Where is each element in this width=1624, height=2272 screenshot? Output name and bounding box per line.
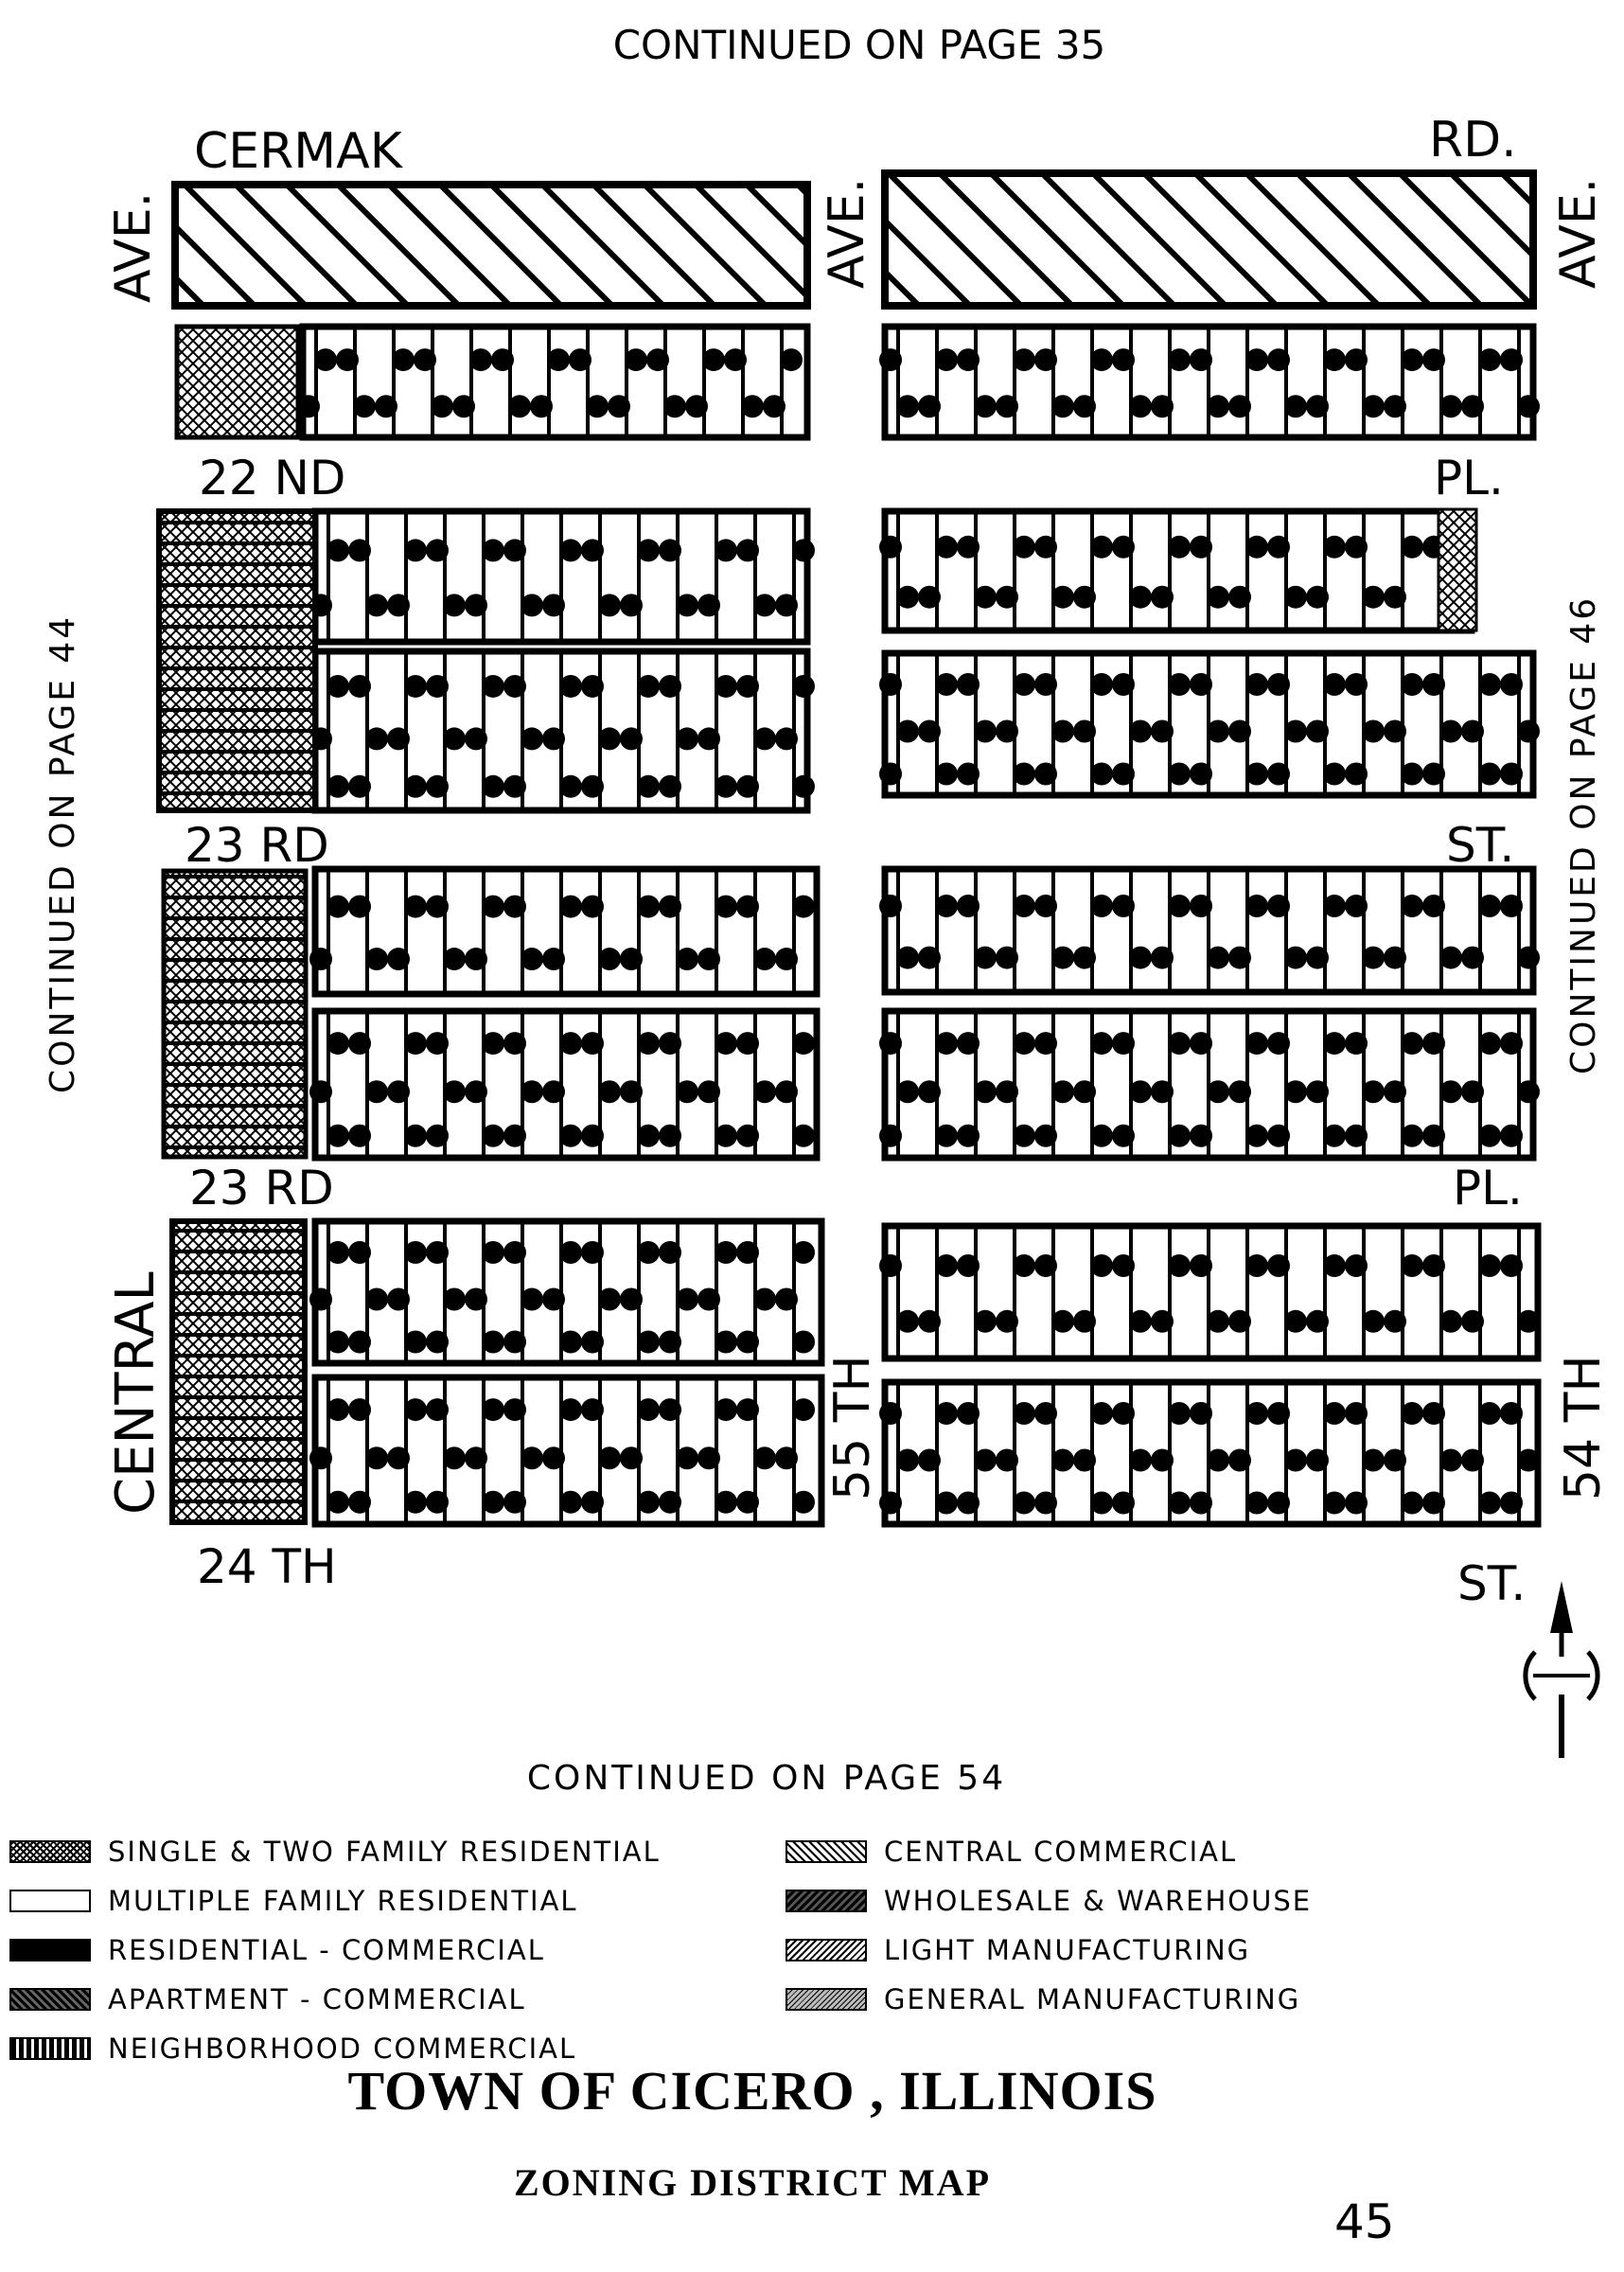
legend-item: GENERAL MANUFACTURING bbox=[786, 1982, 1300, 2016]
zoning-map: CONTINUED ON PAGE 35 CERMAK RD. AVE. AVE… bbox=[44, 22, 1612, 1798]
legend-swatch bbox=[786, 1840, 867, 1863]
label-24th: 24 TH bbox=[197, 1539, 337, 1594]
continued-top: CONTINUED ON PAGE 35 bbox=[613, 22, 1106, 68]
label-central: CENTRAL bbox=[105, 1271, 167, 1515]
legend-swatch bbox=[9, 1988, 91, 2011]
page-number: 45 bbox=[1334, 2194, 1395, 2249]
continued-bottom: CONTINUED ON PAGE 54 bbox=[527, 1759, 1006, 1798]
label-ave-right: AVE. bbox=[1550, 178, 1607, 289]
label-55th: 55 TH bbox=[824, 1355, 881, 1500]
legend-item: LIGHT MANUFACTURING bbox=[786, 1933, 1250, 1967]
continued-left: CONTINUED ON PAGE 44 bbox=[44, 614, 82, 1093]
label-ave-middle: AVE. bbox=[819, 178, 875, 289]
label-23rd-lower: 23 RD bbox=[189, 1161, 334, 1216]
legend-label: WHOLESALE & WAREHOUSE bbox=[884, 1885, 1313, 1917]
lot-block bbox=[879, 507, 1475, 634]
map-title: TOWN OF CICERO , ILLINOIS bbox=[347, 2060, 1157, 2121]
label-23rd-pl: PL. bbox=[1453, 1161, 1523, 1216]
label-22nd: 22 ND bbox=[199, 451, 345, 506]
legend-item: APARTMENT - COMMERCIAL bbox=[9, 1982, 526, 2016]
legend-swatch bbox=[9, 1939, 91, 1961]
legend-item: MULTIPLE FAMILY RESIDENTIAL bbox=[9, 1884, 578, 1918]
label-23rd-upper: 23 RD bbox=[185, 818, 329, 873]
continued-right: CONTINUED ON PAGE 46 bbox=[1564, 595, 1603, 1074]
strip-22nd-pl-east bbox=[1437, 507, 1478, 632]
legend-item: WHOLESALE & WAREHOUSE bbox=[786, 1884, 1312, 1918]
legend-swatch bbox=[786, 1890, 867, 1912]
legend-swatch bbox=[9, 2037, 91, 2060]
lot-block bbox=[297, 323, 811, 441]
legend-item: RESIDENTIAL - COMMERCIAL bbox=[9, 1933, 545, 1967]
legend-label: RESIDENTIAL - COMMERCIAL bbox=[108, 1934, 545, 1966]
lot-block bbox=[879, 1007, 1540, 1162]
label-54th: 54 TH bbox=[1555, 1355, 1612, 1500]
label-cermak: CERMAK bbox=[194, 123, 404, 180]
legend-label: MULTIPLE FAMILY RESIDENTIAL bbox=[108, 1885, 578, 1917]
legend-item: SINGLE & TWO FAMILY RESIDENTIAL bbox=[9, 1835, 661, 1869]
strip-23rd-corner bbox=[161, 868, 309, 1160]
label-24th-st: ST. bbox=[1457, 1556, 1526, 1611]
lot-block bbox=[309, 648, 815, 814]
lot-block bbox=[309, 507, 815, 646]
legend-label: APARTMENT - COMMERCIAL bbox=[108, 1983, 526, 2015]
legend-item: NEIGHBORHOOD COMMERCIAL bbox=[9, 2032, 576, 2066]
label-cermak-rd: RD. bbox=[1429, 112, 1517, 169]
legend-swatch bbox=[9, 1890, 91, 1912]
legend: SINGLE & TWO FAMILY RESIDENTIAL MULTIPLE … bbox=[0, 1835, 1624, 2071]
legend-label: NEIGHBORHOOD COMMERCIAL bbox=[108, 2032, 577, 2065]
label-22nd-pl: PL. bbox=[1434, 451, 1504, 506]
legend-label: LIGHT MANUFACTURING bbox=[884, 1934, 1251, 1966]
legend-swatch bbox=[786, 1939, 867, 1961]
label-23rd-st: ST. bbox=[1446, 818, 1514, 873]
strip-central-corner bbox=[169, 1218, 308, 1525]
lot-block bbox=[879, 323, 1540, 441]
lot-block bbox=[879, 865, 1540, 996]
legend-label: SINGLE & TWO FAMILY RESIDENTIAL bbox=[108, 1836, 661, 1868]
lot-block bbox=[879, 649, 1540, 799]
strip-cermak-corner bbox=[174, 324, 301, 440]
map-subtitle: ZONING DISTRICT MAP bbox=[514, 2161, 991, 2204]
legend-item: CENTRAL COMMERCIAL bbox=[786, 1835, 1237, 1869]
legend-label: GENERAL MANUFACTURING bbox=[884, 1983, 1301, 2015]
legend-swatch bbox=[786, 1988, 867, 2011]
lot-block bbox=[309, 1007, 821, 1162]
lot-block bbox=[309, 1374, 825, 1528]
legend-swatch bbox=[9, 1840, 91, 1863]
legend-label: CENTRAL COMMERCIAL bbox=[884, 1836, 1238, 1868]
lot-block bbox=[879, 1222, 1542, 1362]
block-cermak-east bbox=[881, 169, 1537, 310]
lot-block bbox=[309, 865, 821, 998]
strip-22nd-corner bbox=[156, 508, 318, 813]
lot-block bbox=[309, 1217, 825, 1367]
north-arrow-icon bbox=[1523, 1581, 1600, 1758]
block-cermak-west bbox=[171, 181, 811, 310]
lot-block bbox=[879, 1378, 1542, 1528]
label-ave-left: AVE. bbox=[105, 192, 162, 303]
